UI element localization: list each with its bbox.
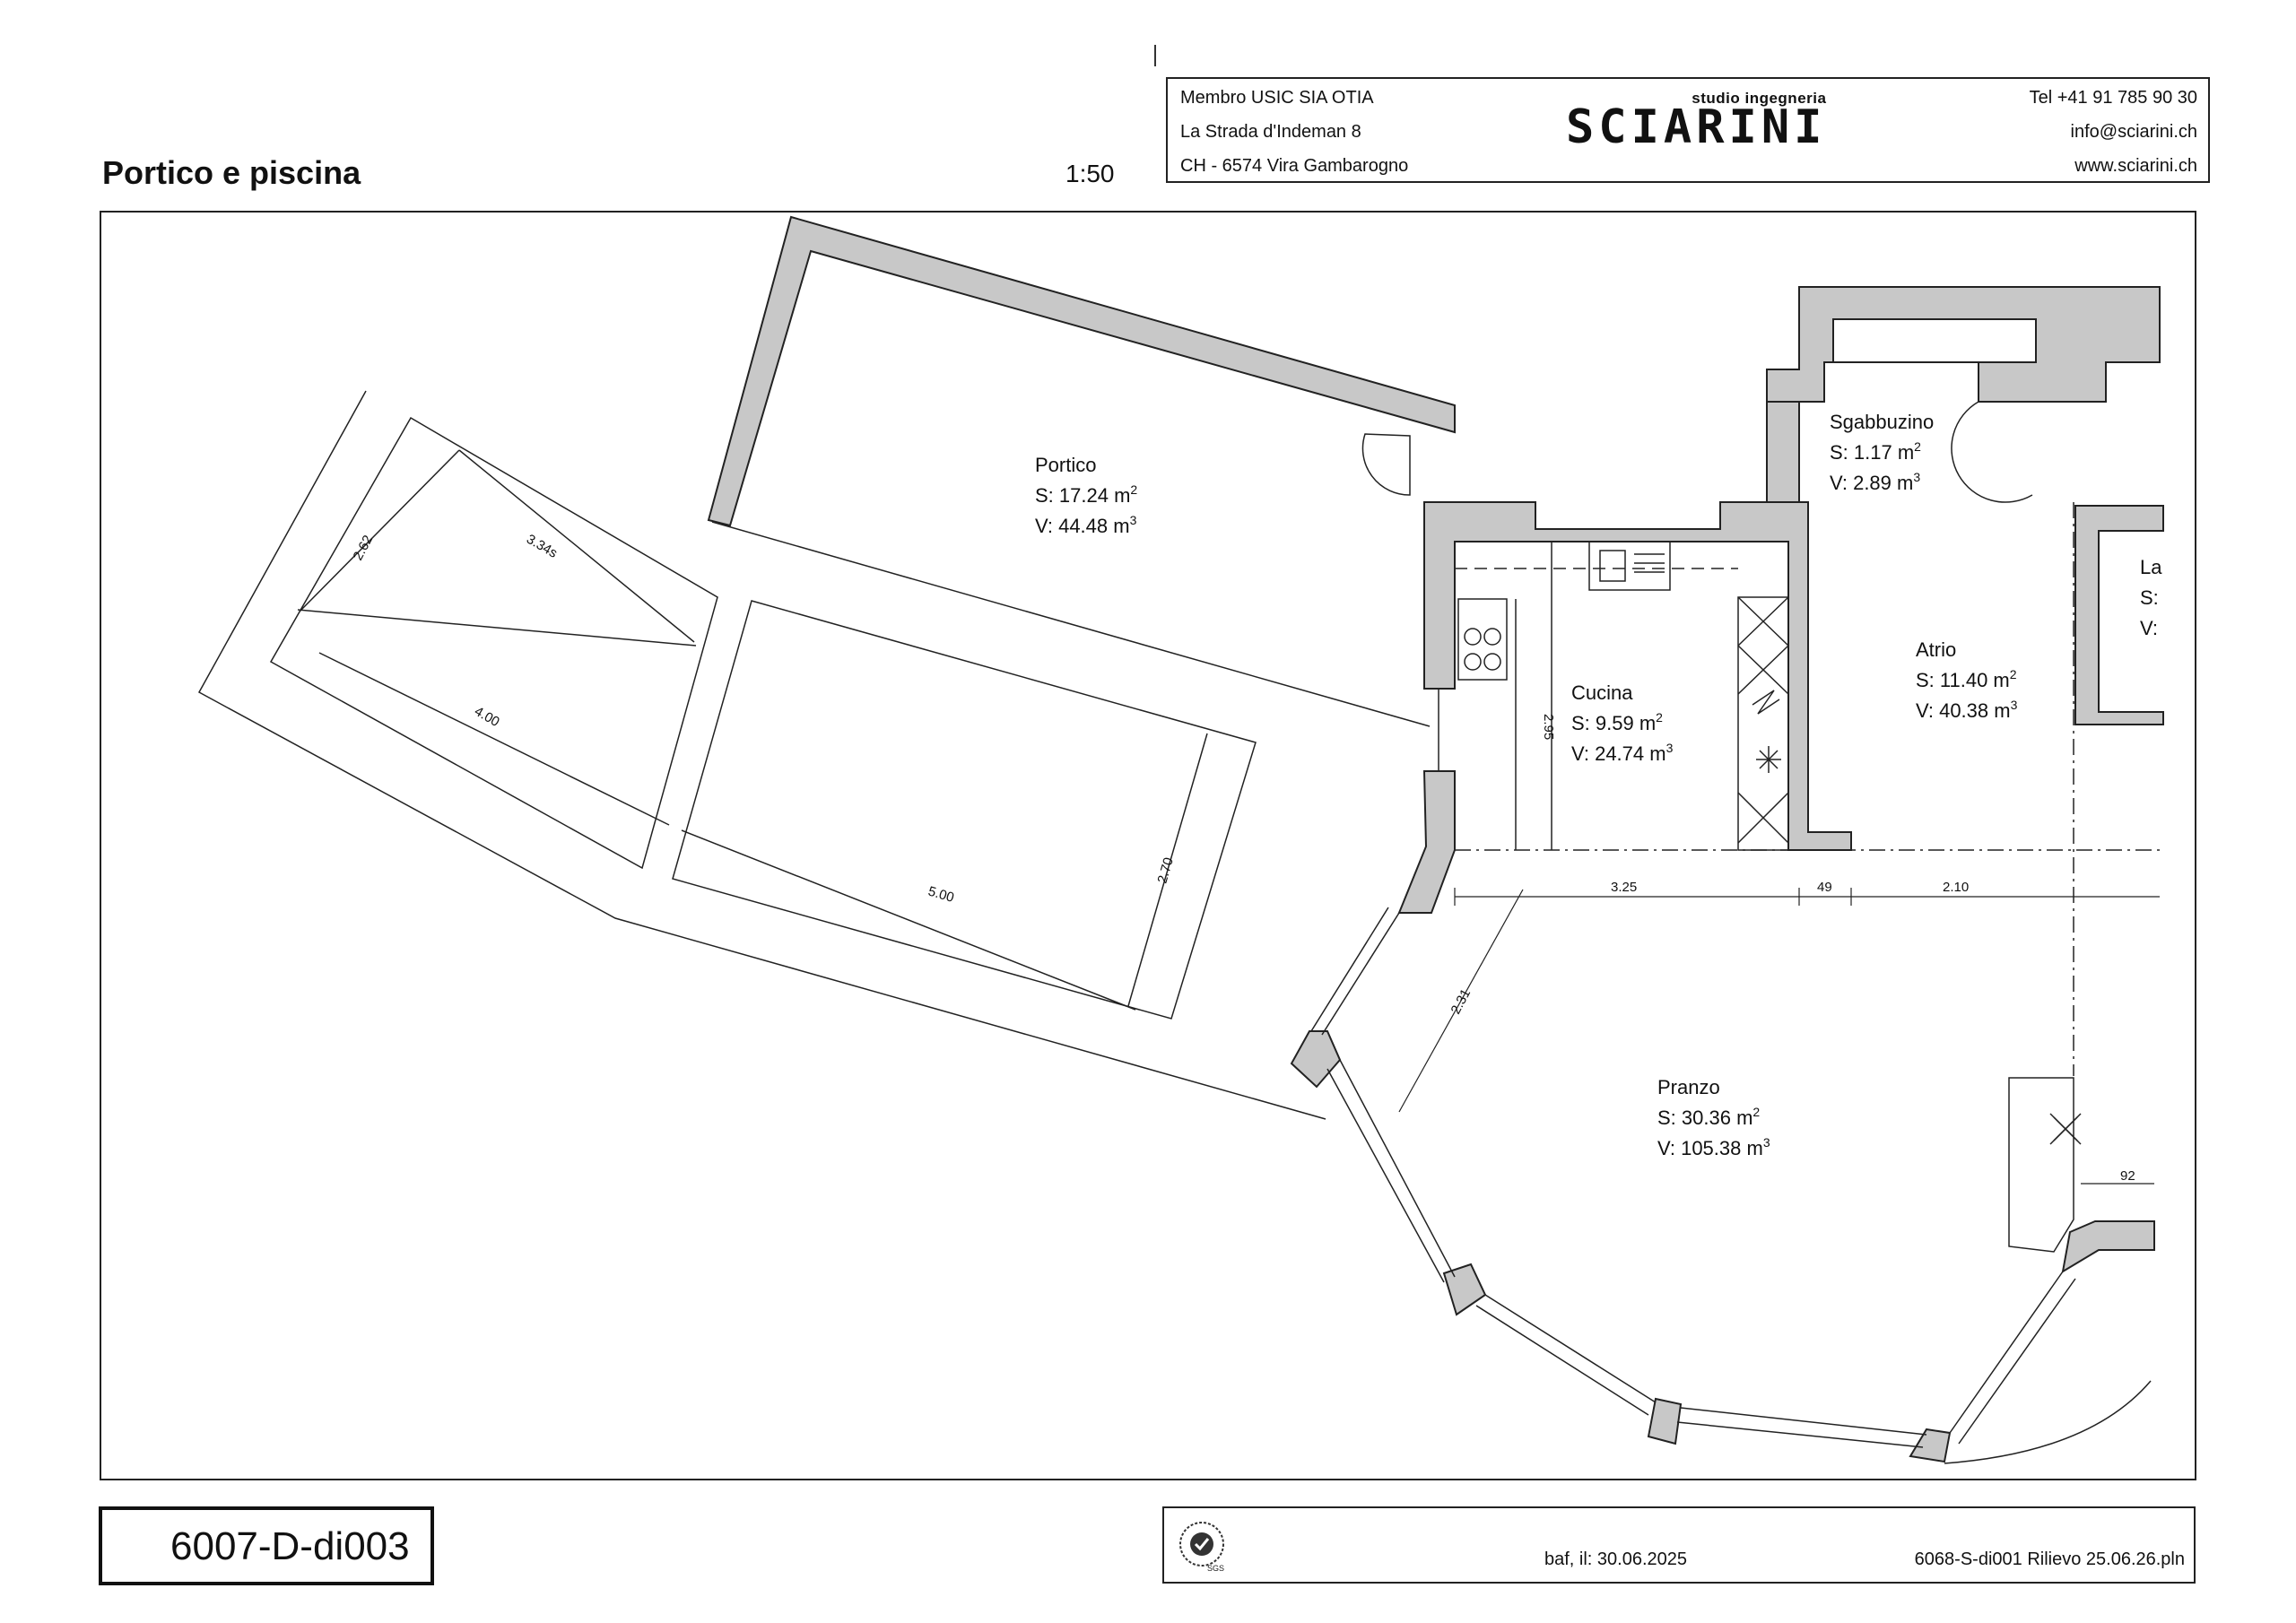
terrace-outline [197,390,1431,1120]
drawing-id-box: 6007-D-di003 [99,1506,434,1585]
dim-pillar: 92 [2120,1168,2135,1184]
phone-text: Tel +41 91 785 90 30 [2029,88,2197,108]
room-label-la: La S: V: [2140,556,2162,639]
room-name: Sgabbuzino [1830,411,1934,433]
room-volume: V: 2.89 m3 [1830,470,1920,494]
room-surface: S: 30.36 m2 [1657,1105,1760,1129]
website-text: www.sciarini.ch [2074,156,2197,176]
sheet-scale: 1:50 [1065,160,1115,187]
room-surface: S: [2140,586,2159,609]
drawing-frame [100,211,2196,1480]
room-name: La [2140,556,2162,578]
footer-block: SGS baf, il: 30.06.2025 6068-S-di001 Ril… [1162,1506,2196,1584]
sgs-certification-icon: SGS [1179,1522,1224,1573]
dim-small-pool-length: 4.00 [472,704,502,730]
logo-subtitle: studio ingegneria [1692,90,1827,107]
room-label-portico: Portico S: 17.24 m2 V: 44.48 m3 [1035,454,1137,537]
room-surface: S: 1.17 m2 [1830,439,1921,464]
logo-name: SCIARINI [1566,100,1827,154]
dim-span-c: 2.10 [1943,880,1969,895]
room-surface: S: 17.24 m2 [1035,482,1137,507]
dim-span-b: 49 [1817,880,1832,895]
membership-text: Membro USIC SIA OTIA [1180,88,1374,108]
kitchen-fixtures [1457,541,1789,851]
footer-date: baf, il: 30.06.2025 [1544,1549,1688,1569]
room-name: Portico [1035,454,1096,476]
room-name: Cucina [1571,681,1633,704]
dim-kitchen-depth: 2.95 [1541,714,1556,740]
company-logo: studio ingegneria SCIARINI [1566,90,1827,154]
building-walls [1290,286,2164,1463]
dim-large-pool-width: 2.70 [1155,855,1177,885]
pranzo-column [2008,1077,2082,1253]
facade-windows [1310,689,2152,1464]
room-volume: V: 40.38 m3 [1916,698,2018,722]
dim-small-pool-top: 3.34s [524,532,560,561]
sgs-label: SGS [1207,1564,1224,1573]
room-label-sgabbuzino: Sgabbuzino S: 1.17 m2 V: 2.89 m3 [1830,411,1934,494]
room-volume: V: 24.74 m3 [1571,741,1674,765]
footer-file: 6068-S-di001 Rilievo 25.06.26.pln [1914,1549,2185,1569]
room-label-cucina: Cucina S: 9.59 m2 V: 24.74 m3 [1571,681,1674,765]
portico-walls [707,215,1456,527]
large-pool [672,600,1257,1020]
address-street: La Strada d'Indeman 8 [1180,122,1361,142]
address-city: CH - 6574 Vira Gambarogno [1180,156,1409,176]
sheet-title: Portico e piscina [102,154,361,191]
drawing-id: 6007-D-di003 [170,1524,410,1568]
dim-pranzo-diagonal: 2.31 [1448,986,1474,1017]
room-name: Atrio [1916,638,1956,661]
room-surface: S: 11.40 m2 [1916,667,2017,691]
room-volume: V: 105.38 m3 [1657,1135,1770,1159]
room-volume: V: [2140,617,2158,639]
room-name: Pranzo [1657,1076,1720,1098]
title-block: Membro USIC SIA OTIA La Strada d'Indeman… [1166,77,2210,183]
room-volume: V: 44.48 m3 [1035,513,1137,537]
dimension-lines [1398,888,2160,1185]
email-text: info@sciarini.ch [2070,122,2197,142]
portico-door-swing [1361,433,1411,496]
interior-lines [1455,401,2160,1076]
small-pool [269,416,718,870]
header-tick-mark [1154,45,1156,66]
dim-span-a: 3.25 [1611,880,1637,895]
room-label-atrio: Atrio S: 11.40 m2 V: 40.38 m3 [1916,638,2018,722]
dim-large-pool-length: 5.00 [926,884,956,906]
room-surface: S: 9.59 m2 [1571,710,1663,734]
room-label-pranzo: Pranzo S: 30.36 m2 V: 105.38 m3 [1657,1076,1770,1159]
